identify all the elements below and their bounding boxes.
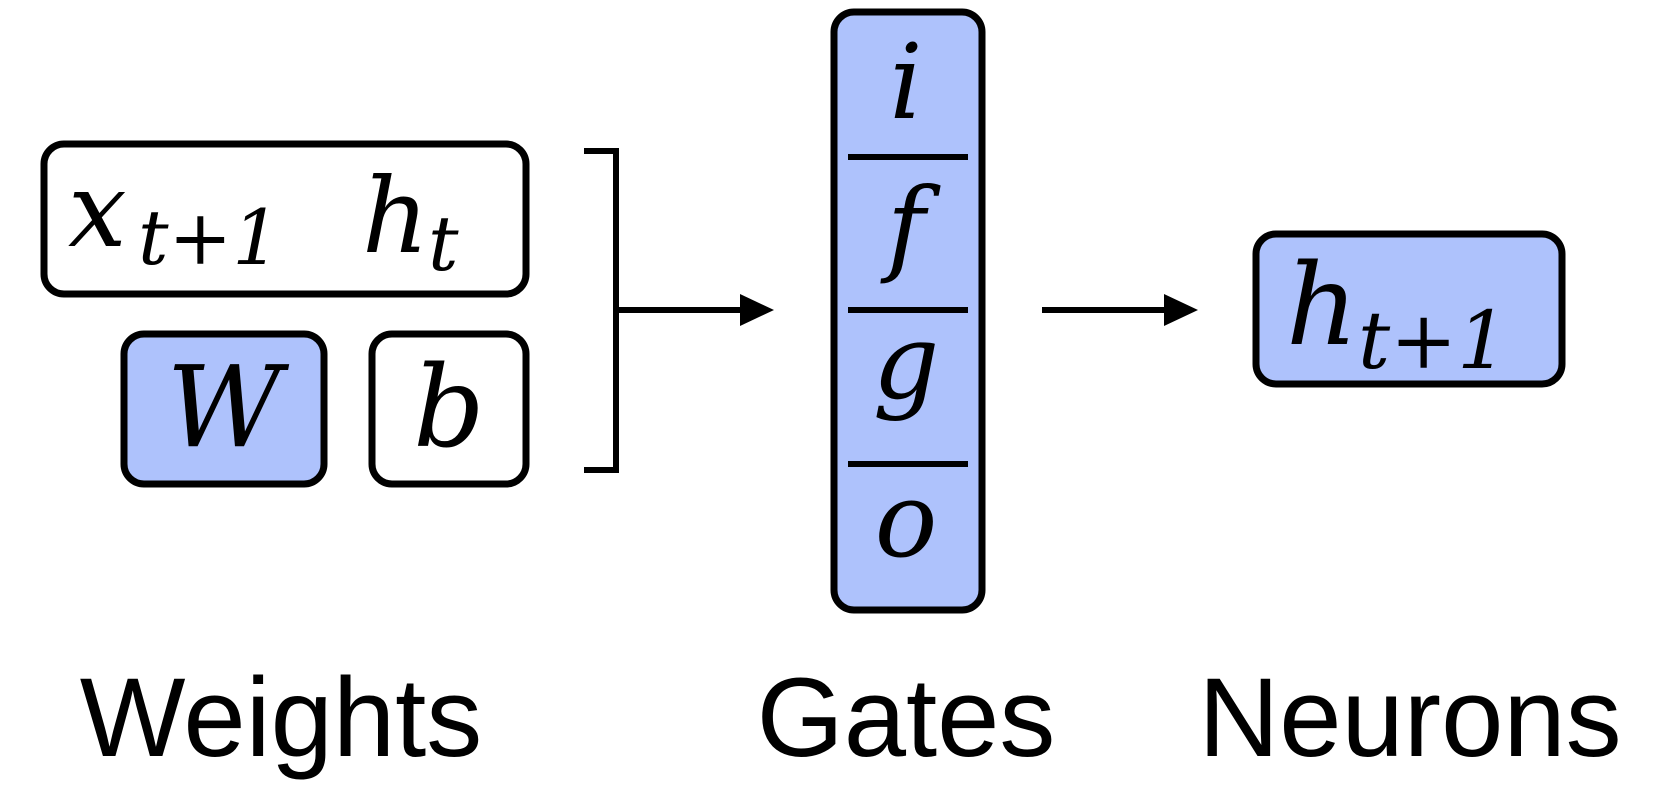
neurons-label: Neurons [1198, 655, 1621, 780]
arrow-gates-to-neurons [1042, 294, 1198, 326]
gates-box: i f g o [830, 8, 986, 614]
h-subscript: t [428, 199, 459, 288]
x-symbol: x [68, 149, 127, 271]
weights-label: Weights [80, 655, 483, 780]
weight-matrix-box: W [120, 330, 328, 488]
cell-gate-symbol: g [873, 301, 940, 423]
arrow-head [1164, 294, 1198, 326]
output-hidden-box: h t+1 [1252, 230, 1566, 388]
h-symbol: h [362, 155, 429, 277]
weight-symbol: W [166, 343, 289, 473]
output-gate-symbol: o [875, 459, 938, 581]
input-vector-rect [40, 140, 530, 298]
x-subscript: t+1 [138, 193, 281, 282]
output-hidden-rect [1252, 230, 1566, 388]
bias-box: b [368, 330, 530, 488]
output-h-symbol: h [1286, 241, 1358, 371]
input-vector-box: x t+1 h t [40, 140, 530, 298]
bias-symbol: b [413, 343, 485, 473]
input-gate-symbol: i [889, 21, 922, 143]
grouping-bracket [584, 148, 619, 473]
arrow-weights-to-gates [616, 294, 774, 326]
arrow-head [740, 294, 774, 326]
gates-label: Gates [757, 655, 1056, 780]
bias-rect [368, 330, 530, 488]
weight-matrix-rect [120, 330, 328, 488]
output-h-subscript: t+1 [1358, 294, 1508, 387]
